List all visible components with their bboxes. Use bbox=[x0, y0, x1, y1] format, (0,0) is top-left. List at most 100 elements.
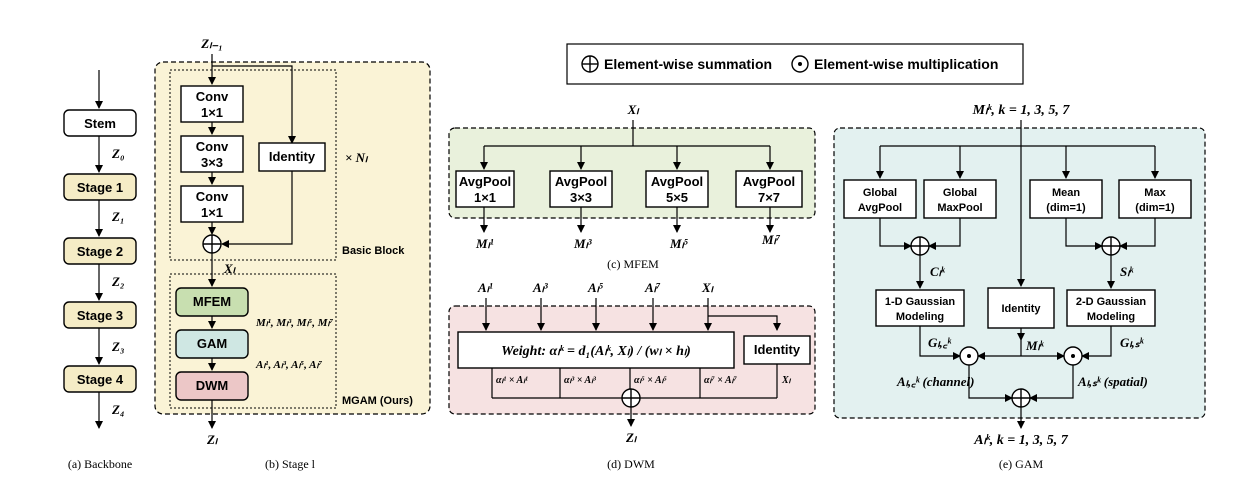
stage4-block bbox=[63, 365, 137, 393]
avgpool-7-line1: AvgPool bbox=[743, 174, 795, 189]
stage4-label: Stage 4 bbox=[77, 372, 124, 387]
dwm-prod-x: Xₗ bbox=[781, 375, 792, 386]
dwm-in-a7: Aₗ⁷ bbox=[644, 280, 661, 295]
dwm-in-a5: Aₗ⁵ bbox=[587, 280, 604, 295]
gam-label: GAM bbox=[197, 336, 227, 351]
stem-label: Stem bbox=[84, 116, 116, 131]
mfem-caption: (c) MFEM bbox=[607, 257, 659, 271]
gauss1d-block bbox=[875, 289, 965, 327]
identity-label: Identity bbox=[269, 149, 316, 164]
mgam-label: MGAM (Ours) bbox=[342, 395, 413, 407]
gam-caption: (e) GAM bbox=[999, 457, 1044, 471]
g-c-label: Gₗ,꜀ᵏ bbox=[928, 335, 952, 350]
mul-icon bbox=[791, 55, 809, 73]
sum-node bbox=[202, 234, 222, 254]
gam-panel: Mₗᵏ, k = 1, 3, 5, 7 Global AvgPool Globa… bbox=[833, 103, 1206, 471]
dwm-prod-5: αₗ⁵ × Aₗ⁵ bbox=[634, 375, 667, 386]
avgpool-1-line1: AvgPool bbox=[459, 174, 511, 189]
global-avgpool-line2: AvgPool bbox=[858, 202, 902, 214]
dwm-in-a1: Aₗ¹ bbox=[477, 280, 493, 295]
avgpool-1-block bbox=[455, 170, 515, 208]
global-maxpool-line1: Global bbox=[943, 187, 977, 199]
gauss1d-line2: Modeling bbox=[896, 311, 944, 323]
mfem-input-label: Xₗ bbox=[627, 102, 641, 117]
conv3-line1: Conv bbox=[196, 189, 229, 204]
a-s-label: Aₗ,ₛᵏ (spatial) bbox=[1077, 374, 1148, 389]
stage1-label: Stage 1 bbox=[77, 180, 123, 195]
gam-sum-node-s bbox=[1101, 236, 1121, 256]
backbone: Stem Z₀ Stage 1 Z₁ Stage 2 Z₂ Stage 3 Z₃… bbox=[63, 70, 137, 471]
mfem-panel-bg bbox=[448, 127, 816, 219]
global-maxpool-block bbox=[923, 179, 997, 219]
repeat-label: × Nₗ bbox=[345, 150, 369, 165]
avgpool-1-line2: 1×1 bbox=[474, 190, 496, 205]
weight-formula: Weight: αₗᵏ = d₁(Aₗᵏ, Xₗ) / (wₗ × hₗ) bbox=[501, 344, 691, 359]
avgpool-5-line1: AvgPool bbox=[651, 174, 703, 189]
conv2-line2: 3×3 bbox=[201, 155, 223, 170]
gauss1d-line1: 1-D Gaussian bbox=[885, 296, 956, 308]
avgpool-3-block bbox=[549, 170, 613, 208]
dwm-panel: Aₗ¹ Aₗ³ Aₗ⁵ Aₗ⁷ Xₗ Weight: αₗᵏ = d₁(Aₗᵏ,… bbox=[448, 280, 816, 471]
mfem-out-7: Mₗ⁷ bbox=[761, 232, 781, 247]
z2-label: Z₂ bbox=[111, 274, 124, 289]
dwm-in-x: Xₗ bbox=[701, 280, 715, 295]
mul-legend-label: Element-wise multiplication bbox=[814, 56, 998, 72]
mfem-panel: Xₗ AvgPool 1×1 AvgPool 3×3 AvgPool 5×5 A… bbox=[448, 102, 816, 271]
dwm-output-label: Zₗ bbox=[625, 430, 638, 445]
gauss2d-line2: Modeling bbox=[1087, 311, 1135, 323]
mean-line1: Mean bbox=[1052, 187, 1080, 199]
basic-block-frame bbox=[169, 69, 337, 261]
gam-panel-bg bbox=[833, 127, 1206, 419]
gam-sum-node-c bbox=[910, 236, 930, 256]
x-label: Xₗ bbox=[223, 261, 237, 276]
mfem-out-1: Mₗ¹ bbox=[475, 236, 494, 251]
max-line2: (dim=1) bbox=[1135, 202, 1175, 214]
weight-block bbox=[457, 331, 735, 369]
gam-input-label: Mₗᵏ, k = 1, 3, 5, 7 bbox=[972, 103, 1071, 118]
mean-block bbox=[1029, 179, 1103, 219]
g-s-label: Gₗ,ₛᵏ bbox=[1120, 335, 1145, 350]
gam-mul-node-s bbox=[1063, 346, 1083, 366]
gam-out-label: Aₗ¹, Aₗ³, Aₗ⁵, Aₗ⁷ bbox=[255, 359, 322, 371]
avgpool-5-line2: 5×5 bbox=[666, 190, 688, 205]
dwm-prod-1: αₗ¹ × Aₗ¹ bbox=[496, 375, 528, 386]
s-label: Sₗᵏ bbox=[1120, 264, 1134, 279]
conv3-line2: 1×1 bbox=[201, 205, 223, 220]
sum-icon bbox=[581, 55, 599, 73]
stage2-block bbox=[63, 237, 137, 265]
avgpool-3-line1: AvgPool bbox=[555, 174, 607, 189]
gam-output-label: Aₗᵏ, k = 1, 3, 5, 7 bbox=[973, 433, 1069, 448]
mfem-out-label: Mₗ¹, Mₗ³, Mₗ⁵, Mₗ⁷ bbox=[255, 317, 333, 329]
stage1-block bbox=[63, 173, 137, 201]
sum-legend-label: Element-wise summation bbox=[604, 56, 772, 72]
conv2-block bbox=[180, 135, 244, 173]
gam-identity-label: Identity bbox=[1001, 303, 1041, 315]
mfem-out-5: Mₗ⁵ bbox=[669, 236, 689, 251]
avgpool-7-block bbox=[735, 170, 803, 208]
dwm-sum-node bbox=[621, 388, 641, 408]
conv3-block bbox=[180, 185, 244, 223]
stage3-label: Stage 3 bbox=[77, 308, 123, 323]
mfem-label: MFEM bbox=[193, 294, 231, 309]
basic-block-label: Basic Block bbox=[342, 245, 405, 257]
mfem-out-3: Mₗ³ bbox=[573, 236, 593, 251]
conv1-line2: 1×1 bbox=[201, 105, 223, 120]
z1-label: Z₁ bbox=[111, 209, 124, 224]
global-maxpool-line2: MaxPool bbox=[937, 202, 982, 214]
stage2-label: Stage 2 bbox=[77, 244, 123, 259]
global-avgpool-block bbox=[843, 179, 917, 219]
a-c-label: Aₗ,꜀ᵏ (channel) bbox=[896, 374, 974, 389]
dwm-in-a3: Aₗ³ bbox=[532, 280, 549, 295]
legend: Element-wise summation Element-wise mult… bbox=[566, 43, 1024, 85]
dwm-caption: (d) DWM bbox=[607, 457, 655, 471]
dwm-identity-label: Identity bbox=[754, 342, 801, 357]
stage-output-label: Zₗ bbox=[206, 432, 219, 447]
gam-identity-block bbox=[987, 287, 1055, 329]
backbone-caption: (a) Backbone bbox=[68, 457, 132, 471]
conv2-line1: Conv bbox=[196, 139, 229, 154]
mgam-frame bbox=[169, 273, 337, 409]
avgpool-7-line2: 7×7 bbox=[758, 190, 780, 205]
stage-panel: Zₗ₋₁ Conv 1×1 Conv 3×3 Conv 1×1 Identity… bbox=[154, 36, 431, 471]
avgpool-3-line2: 3×3 bbox=[570, 190, 592, 205]
m-label: Mₗᵏ bbox=[1025, 338, 1045, 353]
